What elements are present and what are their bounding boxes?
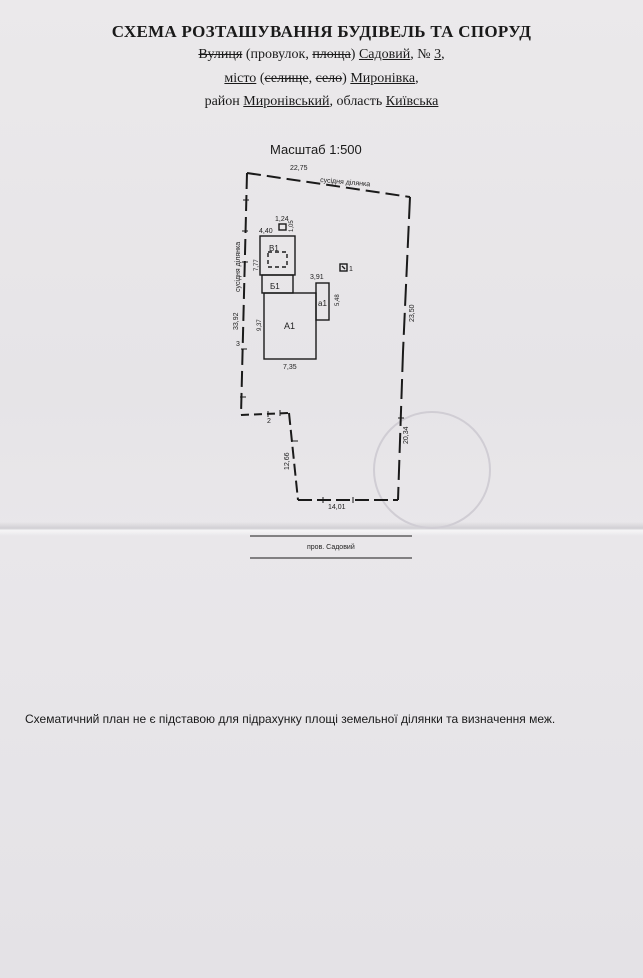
document-title: СХЕМА РОЗТАШУВАННЯ БУДІВЕЛЬ ТА СПОРУД: [111, 22, 532, 41]
b1-lower-label: Б1: [270, 282, 280, 291]
street-type-street: Вулиця: [198, 47, 243, 62]
number-prefix: №: [417, 47, 431, 62]
house-number: 3: [434, 47, 442, 62]
settlement-type-city: місто: [224, 71, 257, 86]
address-settlement-line: місто (селище, село) Миронівка,: [224, 71, 419, 86]
right-lower-dimension: 20,34: [403, 426, 410, 444]
district-word: район: [204, 94, 240, 109]
boundary-left: [240, 172, 248, 416]
paper-fold: [0, 522, 643, 536]
boundary-ticks: [240, 199, 404, 503]
building-a1-small: [315, 282, 330, 321]
small-top-width: 1,24: [275, 216, 289, 223]
building-a1: [263, 292, 317, 360]
boundary-right-lower: [397, 351, 404, 501]
a1-small-height: 5,48: [335, 294, 341, 306]
well-mark: [341, 265, 346, 270]
top-neighbor-label: сусідня ділянка: [320, 176, 371, 188]
disclaimer-note: Схематичний план не є підставою для підр…: [25, 712, 556, 726]
v1-label: В1: [269, 244, 279, 253]
a1-label: А1: [284, 321, 295, 331]
street-name: Садовий: [358, 47, 411, 62]
street-type-square: площа: [312, 47, 351, 62]
address-street-line: Вулиця (провулок, площа) Садовий, № 3,: [198, 47, 445, 62]
well-label: 1: [349, 266, 353, 273]
small-structure: [278, 223, 287, 231]
boundary-top: [246, 172, 411, 198]
well: [339, 263, 348, 272]
property-boundary: [240, 172, 411, 501]
street-type-lane: провулок: [250, 47, 306, 62]
left-neighbor-label: сусідня ділянка: [234, 242, 242, 292]
scale-label: Масштаб 1:500: [270, 142, 362, 157]
a1-small-label: а1: [318, 299, 327, 308]
b1-upper-width: 4,40: [259, 228, 273, 235]
settlement-name: Миронівка: [350, 71, 416, 86]
boundary-left-lower: [288, 412, 299, 501]
left-dimension: 33,92: [233, 312, 240, 330]
left-small-number: 3: [236, 341, 240, 348]
faint-stamp: [373, 411, 491, 529]
building-v1: [259, 235, 296, 276]
a1-small-width: 3,91: [310, 274, 324, 281]
top-dimension: 22,75: [290, 165, 308, 172]
region-word: область: [336, 94, 383, 109]
address-district-line: район Миронівський, область Київська: [204, 94, 439, 109]
bottom-dimension: 14,01: [328, 504, 346, 511]
buildings: [259, 223, 348, 360]
settlement-type-town: селище: [264, 71, 309, 86]
region-name: Київська: [385, 94, 439, 109]
district-name: Миронівський: [243, 94, 330, 109]
a1-height: 9,37: [257, 319, 263, 331]
boundary-step: [240, 412, 290, 416]
settlement-type-village: село: [315, 71, 343, 86]
left-lower-dimension: 12,66: [284, 452, 291, 470]
small-top-height: 1,05: [289, 220, 295, 232]
street-label: пров. Садовий: [307, 543, 355, 551]
b1-height: 7,77: [254, 259, 260, 271]
building-v1-inner: [267, 251, 288, 268]
step-dimension: 2: [267, 418, 271, 425]
boundary-right-upper: [402, 196, 411, 353]
a1-width: 7,35: [283, 364, 297, 371]
right-upper-dimension: 23,50: [409, 304, 416, 322]
